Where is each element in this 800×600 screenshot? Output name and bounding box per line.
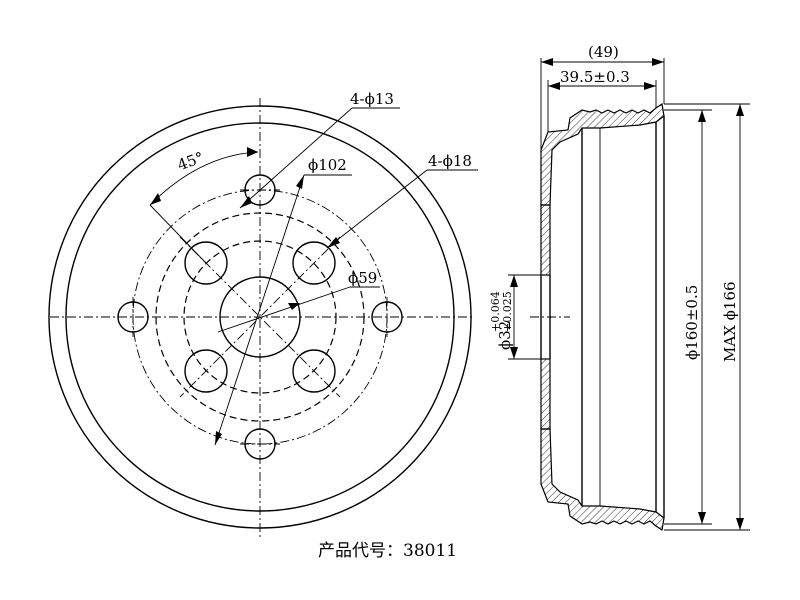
angle-label: 45° bbox=[175, 148, 206, 174]
inner-diameter-dim: ϕ160±0.5 bbox=[664, 109, 712, 525]
lower-section bbox=[540, 428, 665, 532]
inner-dashed-circle bbox=[155, 212, 365, 422]
overall-width-dim: (49) bbox=[540, 43, 665, 150]
wheel-hole bbox=[292, 241, 336, 285]
center-bore bbox=[219, 276, 301, 358]
wheel-hole bbox=[184, 349, 228, 393]
wheel-holes-leader: 4-ϕ18 bbox=[326, 152, 478, 249]
bolt-circle-label: ϕ102 bbox=[308, 156, 347, 174]
bolt-circle-leader: ϕ102 bbox=[214, 156, 352, 446]
center-bore-label: ϕ59 bbox=[348, 269, 377, 287]
product-code-caption: 产品代号：38011 bbox=[318, 541, 457, 561]
drum-outer-circle bbox=[48, 105, 472, 529]
web-lower bbox=[540, 358, 551, 430]
upper-section bbox=[540, 102, 665, 206]
max-diameter-label: MAX ϕ166 bbox=[721, 282, 739, 363]
inner-diameter-label: ϕ160±0.5 bbox=[683, 285, 701, 360]
hub-bore-label: ϕ32 bbox=[496, 321, 514, 350]
wheel-hole bbox=[184, 241, 228, 285]
section-view: (49) 39.5±0.3 ϕ32 +0.064 +0.025 bbox=[489, 43, 750, 532]
drum-depth-dim: 39.5±0.3 bbox=[547, 68, 657, 132]
bolt-holes-label: 4-ϕ13 bbox=[350, 90, 394, 108]
hub-bore-upper-tol: +0.064 bbox=[489, 291, 502, 332]
max-diameter-dim: MAX ϕ166 bbox=[664, 103, 750, 531]
wheel-hole bbox=[292, 349, 336, 393]
hub-bore-lower-tol: +0.025 bbox=[501, 291, 514, 332]
center-bore-leader: ϕ59 bbox=[217, 269, 380, 333]
angle-dimension: 45° bbox=[149, 147, 259, 264]
wheel-holes bbox=[179, 236, 341, 398]
bolt-holes-leader: 4-ϕ13 bbox=[239, 90, 400, 209]
hub-bore-dim: ϕ32 +0.064 +0.025 bbox=[489, 274, 541, 360]
web-upper bbox=[540, 204, 551, 276]
bolt-dashed-circle bbox=[183, 240, 337, 394]
drum-depth-label: 39.5±0.3 bbox=[560, 68, 630, 86]
overall-width-label: (49) bbox=[588, 43, 619, 61]
front-view: 45° 4-ϕ13 ϕ102 4-ϕ18 bbox=[48, 90, 478, 540]
drum-rim-circle bbox=[65, 122, 455, 512]
wheel-holes-label: 4-ϕ18 bbox=[428, 152, 472, 170]
